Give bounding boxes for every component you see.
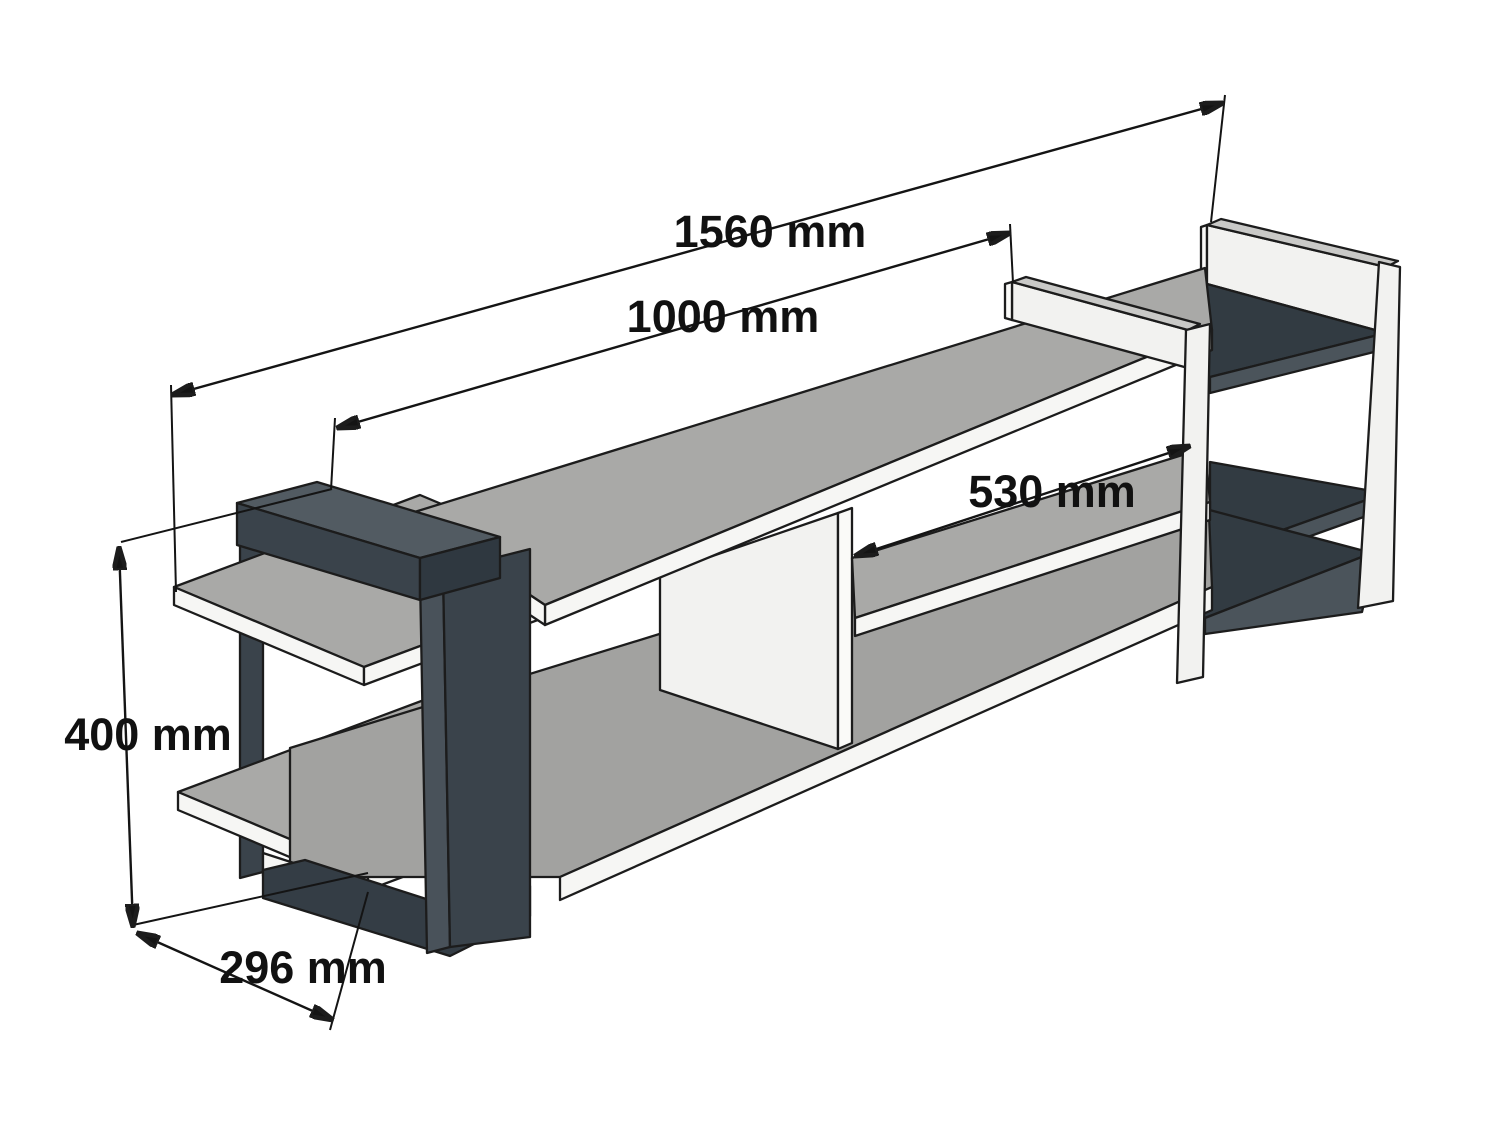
- label-total-width: 1560 mm: [674, 206, 867, 257]
- frame-front-post-face: [441, 547, 532, 949]
- dimension-frame-height: 400 mm: [64, 488, 369, 927]
- dimension-depth: 296 mm: [137, 891, 387, 1031]
- tower-right-panel: [1356, 260, 1402, 610]
- frame-top-beam-end: [418, 535, 502, 602]
- dimension-compartment-width: 530 mm: [855, 446, 1190, 556]
- dimension-bench-width: 1000 mm: [330, 223, 1014, 491]
- label-depth: 296 mm: [219, 942, 387, 993]
- bench-divider-front-edge: [836, 506, 854, 751]
- label-bench-width: 1000 mm: [627, 291, 820, 342]
- label-compartment-width: 530 mm: [968, 466, 1136, 517]
- tower-front-post: [1175, 322, 1212, 685]
- label-frame-height: 400 mm: [64, 709, 232, 760]
- bench-bottom-front-edge: [558, 585, 1214, 902]
- left-frame: [235, 480, 532, 958]
- bench-end-rail-end: [1003, 280, 1014, 322]
